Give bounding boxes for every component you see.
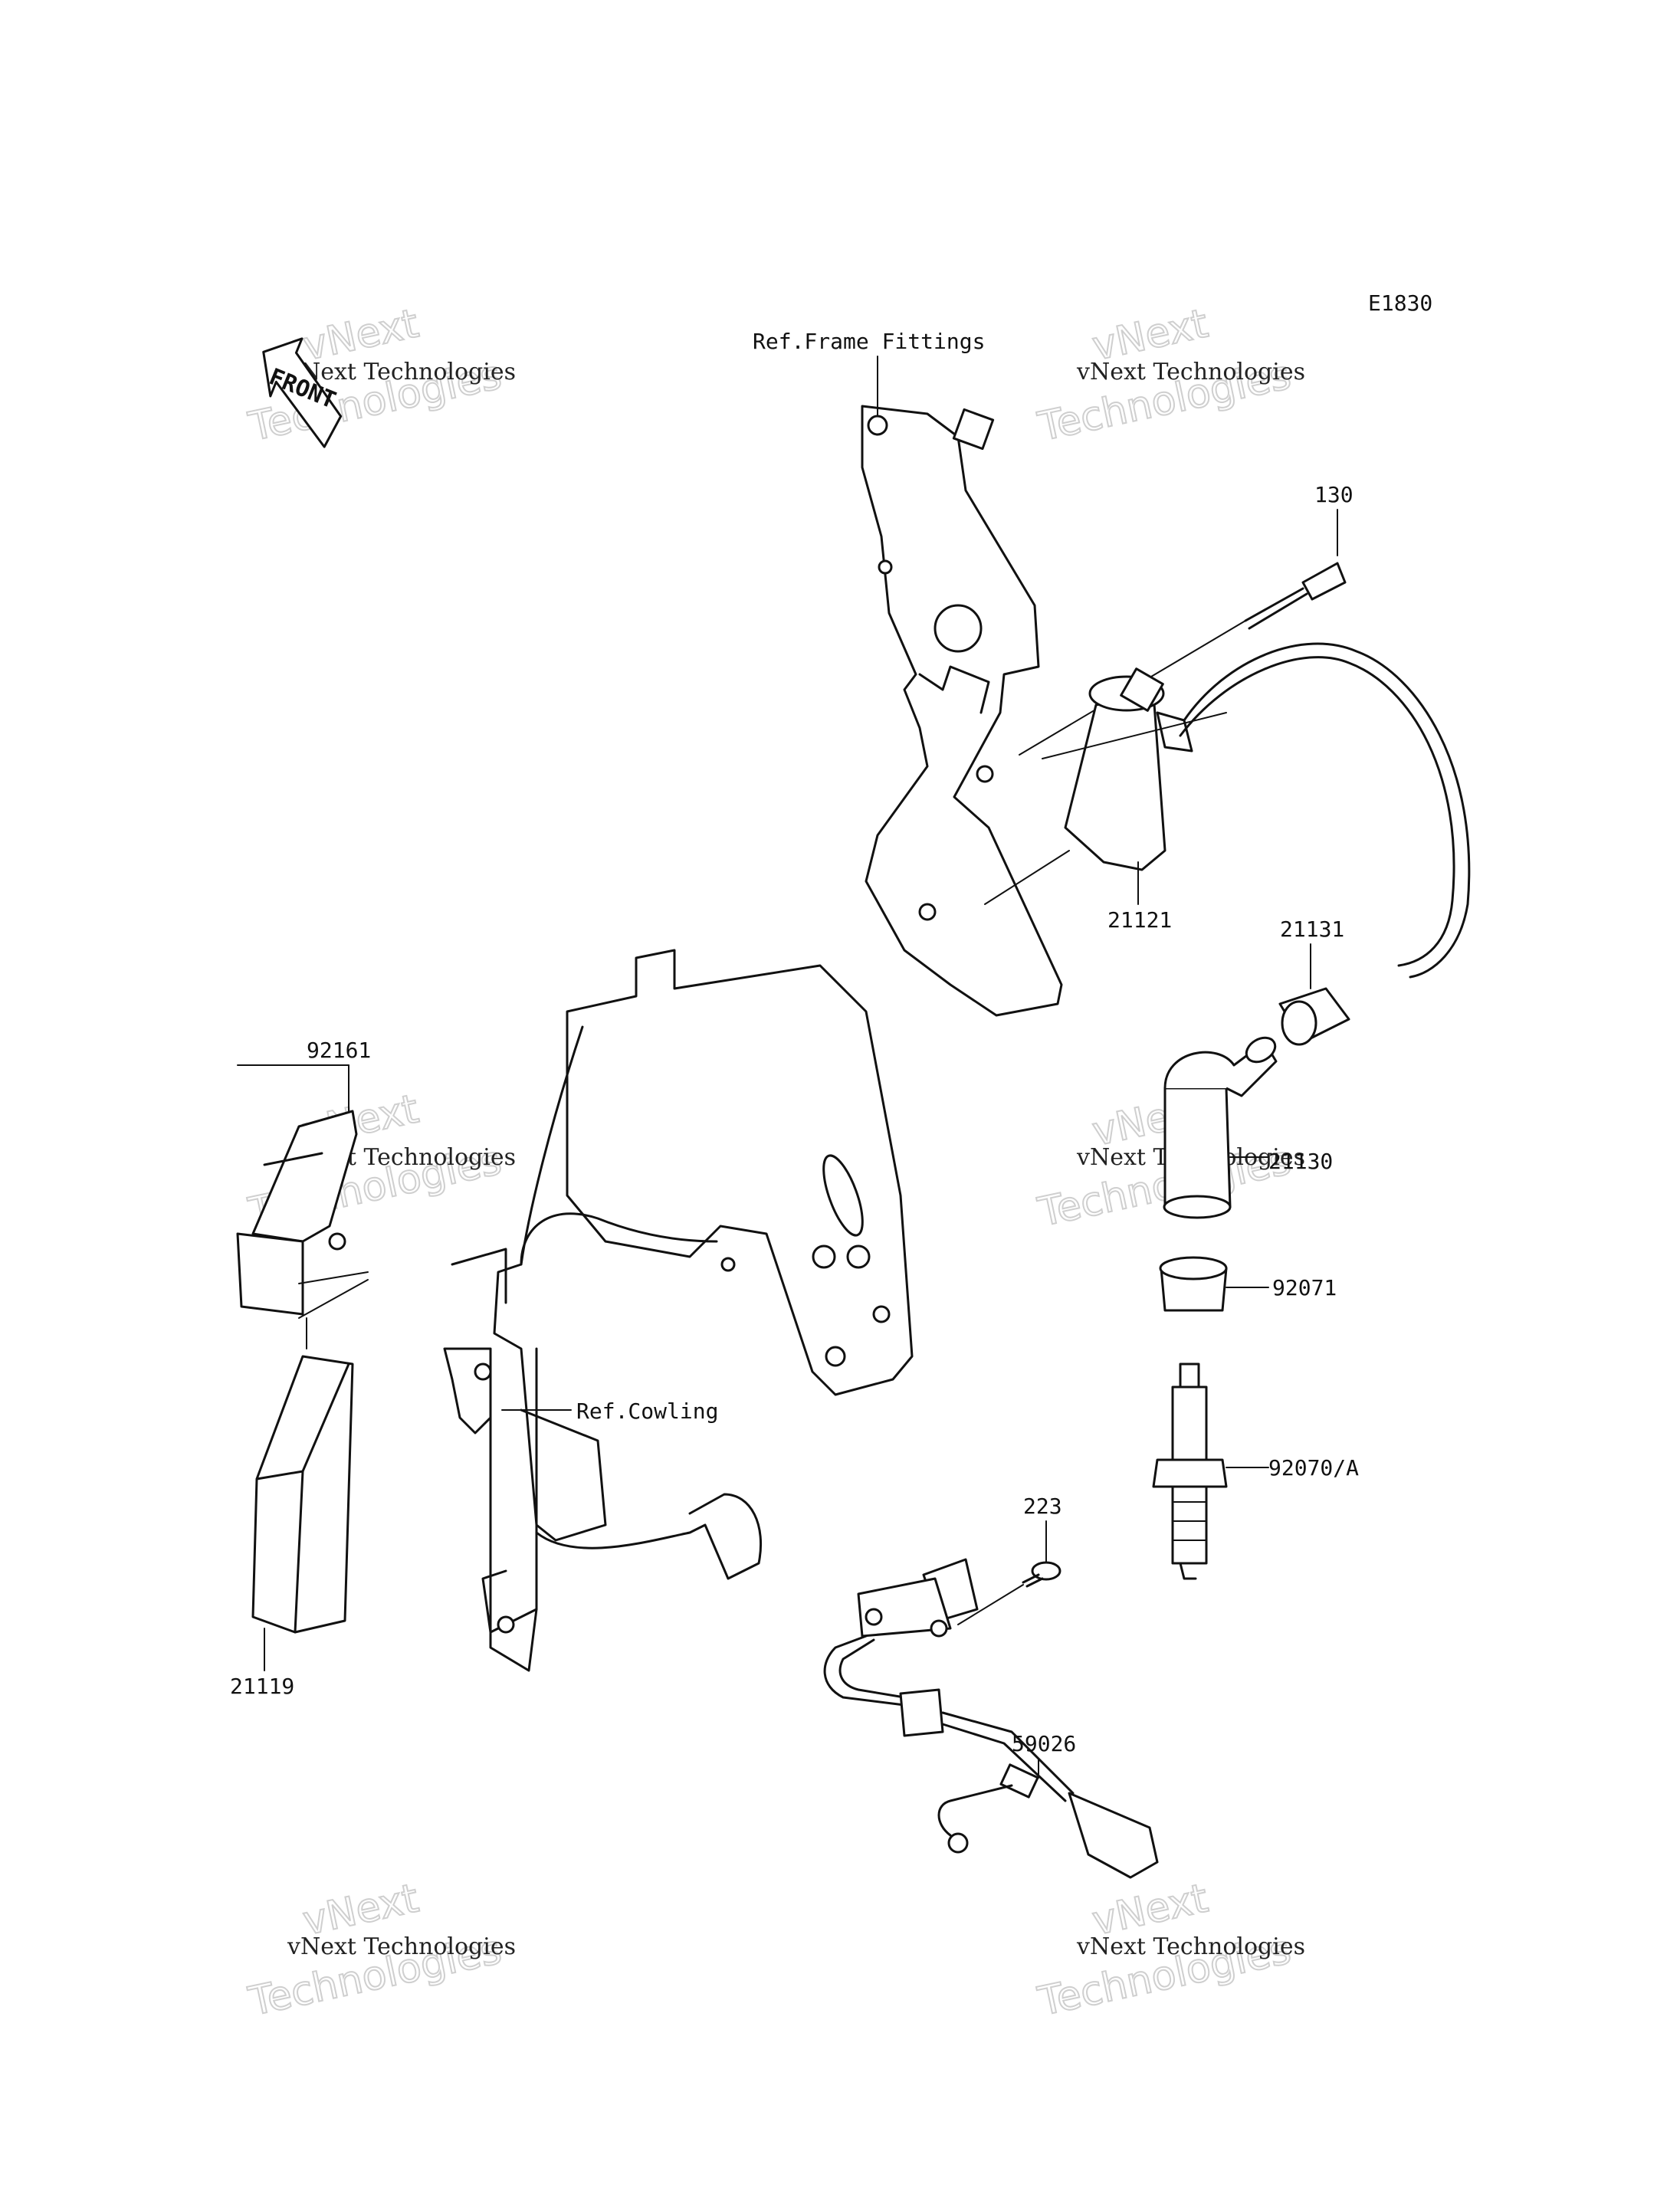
ecu-bracket-92161 [236, 1110, 358, 1316]
part-number-21121: 21121 [1107, 907, 1172, 933]
ref-cowling-label: Ref.Cowling [576, 1399, 718, 1424]
svg-text:vNext Technologies: vNext Technologies [1076, 359, 1305, 385]
part-number-21131: 21131 [1280, 917, 1344, 942]
spark-plug-92070a [1152, 1362, 1228, 1580]
part-number-21130: 21130 [1268, 1149, 1333, 1174]
svg-text:vNext Technologies: vNext Technologies [287, 359, 516, 385]
diagram-code: E1830 [1368, 290, 1432, 316]
screw-223 [1022, 1561, 1061, 1588]
ignition-coil-21121 [1064, 642, 1471, 979]
seal-92071 [1159, 1256, 1228, 1312]
part-number-130: 130 [1314, 482, 1354, 507]
main-frame [443, 949, 914, 1672]
watermark-bottom-right: Technologies vNext vNext Technologies [1033, 1874, 1305, 2025]
part-number-92070a: 92070/A [1268, 1455, 1359, 1481]
part-number-59026: 59026 [1012, 1731, 1076, 1756]
part-number-21119: 21119 [230, 1674, 294, 1699]
crank-sensor-59026 [823, 1558, 1159, 1879]
part-number-223: 223 [1023, 1494, 1062, 1519]
part-number-92071: 92071 [1272, 1275, 1337, 1300]
spark-plug-cap-21130 [1163, 1036, 1278, 1219]
ref-frame-fittings-label: Ref.Frame Fittings [753, 329, 985, 354]
svg-text:vNext Technologies: vNext Technologies [1076, 1933, 1305, 1960]
bolt-130 [1244, 562, 1347, 630]
svg-text:vNext Technologies: vNext Technologies [287, 1933, 516, 1960]
cap-seal-21131 [1278, 987, 1350, 1046]
ecu-21119 [251, 1355, 354, 1634]
coil-bracket [861, 405, 1063, 1017]
watermark-top-right: Technologies vNext vNext Technologies [1033, 300, 1305, 451]
part-number-92161: 92161 [307, 1038, 371, 1063]
watermark-bottom-left: Technologies vNext vNext Technologies [244, 1874, 516, 2025]
